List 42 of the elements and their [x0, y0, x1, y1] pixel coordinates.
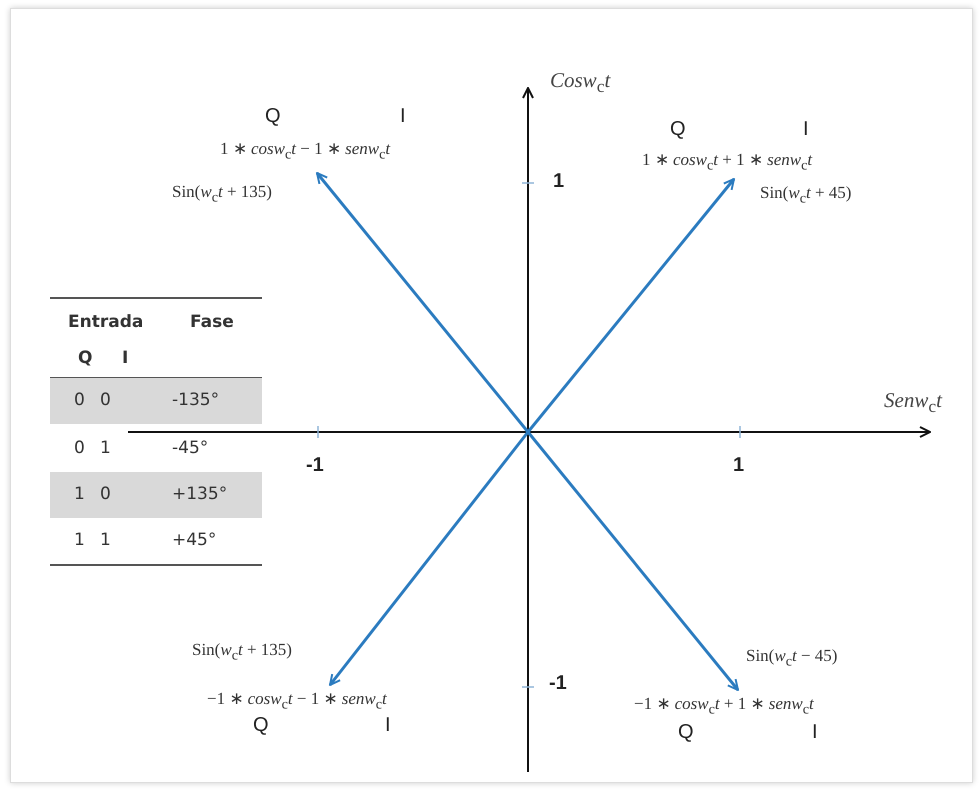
table-cell: 1 [100, 438, 111, 458]
phasor-arrow [526, 431, 740, 691]
phase-expression: Sin(w$_{c}$t − 45) [746, 646, 838, 670]
table-cell: -135° [172, 390, 220, 410]
tick-label: -1 [306, 454, 324, 477]
component-letter: Q [253, 714, 269, 737]
phase-expression: Sin(w$_{c}$t + 135) [172, 182, 272, 206]
table-cell: +135° [172, 484, 228, 504]
table-cell: -45° [172, 438, 208, 458]
table-header: I [122, 348, 128, 368]
tick-label: -1 [549, 672, 567, 695]
phase-expression: Sin(w$_{c}$t + 135) [192, 640, 292, 664]
table-cell: 0 [100, 484, 111, 504]
table-header: Entrada [68, 312, 144, 332]
component-letter: Q [265, 105, 281, 128]
table-cell: 0 [74, 438, 85, 458]
tick-label: 1 [553, 170, 564, 193]
phasor-arrow [316, 172, 530, 433]
phasor-formula: −1 ∗ cosw$_{c}$t − 1 ∗ senw$_{c}$t [207, 688, 387, 714]
table-cell: 1 [74, 484, 85, 504]
table-cell: 1 [100, 530, 111, 550]
phasor-arrow [526, 178, 736, 433]
table-cell: 1 [74, 530, 85, 550]
axis-label: Senw$_{c}$t [884, 388, 942, 418]
component-letter: I [400, 105, 406, 128]
phase-expression: Sin(w$_{c}$t + 45) [760, 183, 852, 208]
phasor-arrow [328, 431, 530, 686]
phasor-formula: −1 ∗ cosw$_{c}$t + 1 ∗ senw$_{c}$t [634, 693, 814, 718]
table-cell: +45° [172, 530, 216, 550]
phasor-formula: 1 ∗ cosw$_{c}$t + 1 ∗ senw$_{c}$t [642, 149, 812, 174]
table-cell: 0 [74, 390, 85, 410]
component-letter: I [812, 721, 818, 744]
component-letter: I [385, 714, 391, 737]
component-letter: I [803, 118, 809, 141]
component-letter: Q [670, 118, 686, 141]
axis-label: Cosw$_{c}$t [550, 68, 610, 98]
phasor-formula: 1 ∗ cosw$_{c}$t − 1 ∗ senw$_{c}$t [220, 138, 390, 164]
table-header: Q [78, 348, 92, 368]
table-cell: 0 [100, 390, 111, 410]
table-header: Fase [190, 312, 234, 332]
tick-label: 1 [733, 454, 744, 477]
component-letter: Q [678, 721, 694, 744]
